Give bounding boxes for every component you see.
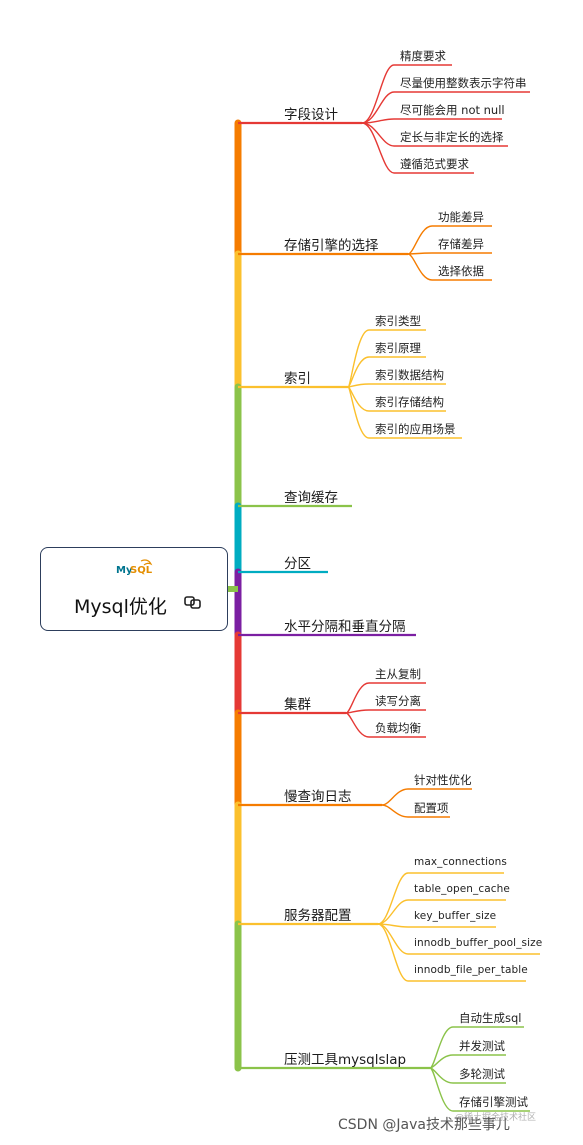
child-edge [347, 386, 462, 439]
mysql-logo: My SQL [116, 559, 153, 576]
subtopic-node[interactable]: 负载均衡 [375, 721, 421, 735]
root-title-text: Mysql优化 [74, 596, 167, 618]
watermark-faint: @稀土掘金技术社区 [455, 1113, 537, 1123]
subtopic-node[interactable]: 定长与非定长的选择 [400, 130, 504, 144]
subtopic-node[interactable]: 针对性优化 [414, 773, 472, 787]
subtopic-node[interactable]: 自动生成sql [459, 1011, 522, 1025]
child-edge [345, 712, 426, 738]
subtopic-node[interactable]: 索引原理 [375, 341, 421, 355]
link-icon[interactable] [183, 594, 203, 610]
subtopic-node[interactable]: 读写分离 [375, 694, 421, 708]
subtopic-node[interactable]: 索引类型 [375, 314, 421, 328]
child-edge [377, 923, 526, 982]
child-edge [381, 788, 472, 806]
child-edge [429, 1067, 530, 1112]
subtopic-node[interactable]: 功能差异 [438, 210, 484, 224]
subtopic-node[interactable]: innodb_buffer_pool_size [414, 937, 543, 949]
subtopic-node[interactable]: 选择依据 [438, 264, 484, 278]
topic-node[interactable]: 压测工具mysqlslap [284, 1052, 407, 1068]
topic-node[interactable]: 查询缓存 [284, 490, 338, 506]
subtopic-node[interactable]: 并发测试 [459, 1039, 505, 1053]
subtopic-node[interactable]: 主从复制 [375, 667, 421, 681]
svg-text:SQL: SQL [130, 565, 153, 576]
watermark-csdn: CSDN @Java技术那些事儿 [338, 1117, 510, 1133]
child-edge [377, 899, 506, 925]
subtopic-node[interactable]: 索引数据结构 [375, 368, 444, 382]
child-edge [345, 709, 426, 714]
child-edge [361, 118, 502, 124]
topic-node[interactable]: 存储引擎的选择 [284, 238, 379, 254]
child-edge [377, 872, 504, 925]
child-edge [345, 682, 426, 714]
subtopic-node[interactable]: 索引存储结构 [375, 395, 444, 409]
subtopic-node[interactable]: key_buffer_size [414, 910, 497, 922]
topic-node[interactable]: 字段设计 [284, 107, 338, 123]
child-edge [381, 804, 450, 818]
child-edge [361, 64, 452, 124]
subtopic-node[interactable]: table_open_cache [414, 883, 510, 895]
child-edge [347, 356, 426, 388]
child-edge [407, 225, 492, 255]
child-edge [407, 252, 492, 255]
root-title: Mysql优化 [74, 592, 167, 619]
mindmap-edges [228, 64, 540, 1112]
child-edge [429, 1067, 506, 1084]
topic-node[interactable]: 集群 [284, 697, 311, 713]
child-edge [361, 122, 474, 174]
subtopic-node[interactable]: 配置项 [414, 801, 449, 815]
child-edge [377, 923, 496, 928]
topic-node[interactable]: 索引 [284, 371, 311, 387]
subtopic-node[interactable]: 尽量使用整数表示字符串 [400, 76, 527, 90]
subtopic-node[interactable]: 存储引擎测试 [459, 1095, 528, 1109]
subtopic-node[interactable]: 尽可能会用 not null [400, 103, 505, 117]
subtopic-node[interactable]: 存储差异 [438, 237, 484, 251]
child-edge [347, 383, 446, 388]
subtopic-node[interactable]: 索引的应用场景 [375, 422, 456, 436]
root-node[interactable]: My SQL Mysql优化 [40, 547, 228, 631]
child-edge [407, 253, 492, 281]
subtopic-node[interactable]: 遵循范式要求 [400, 157, 469, 171]
topic-node[interactable]: 服务器配置 [284, 908, 352, 924]
subtopic-node[interactable]: innodb_file_per_table [414, 964, 528, 976]
svg-text:My: My [116, 565, 133, 576]
child-edge [361, 91, 530, 124]
topic-node[interactable]: 慢查询日志 [284, 789, 352, 805]
subtopic-node[interactable]: 多轮测试 [459, 1067, 505, 1081]
topic-node[interactable]: 水平分隔和垂直分隔 [284, 619, 406, 635]
subtopic-node[interactable]: max_connections [414, 856, 507, 868]
topic-node[interactable]: 分区 [284, 556, 311, 572]
child-edge [429, 1026, 524, 1069]
subtopic-node[interactable]: 精度要求 [400, 49, 446, 63]
child-edge [429, 1054, 506, 1069]
